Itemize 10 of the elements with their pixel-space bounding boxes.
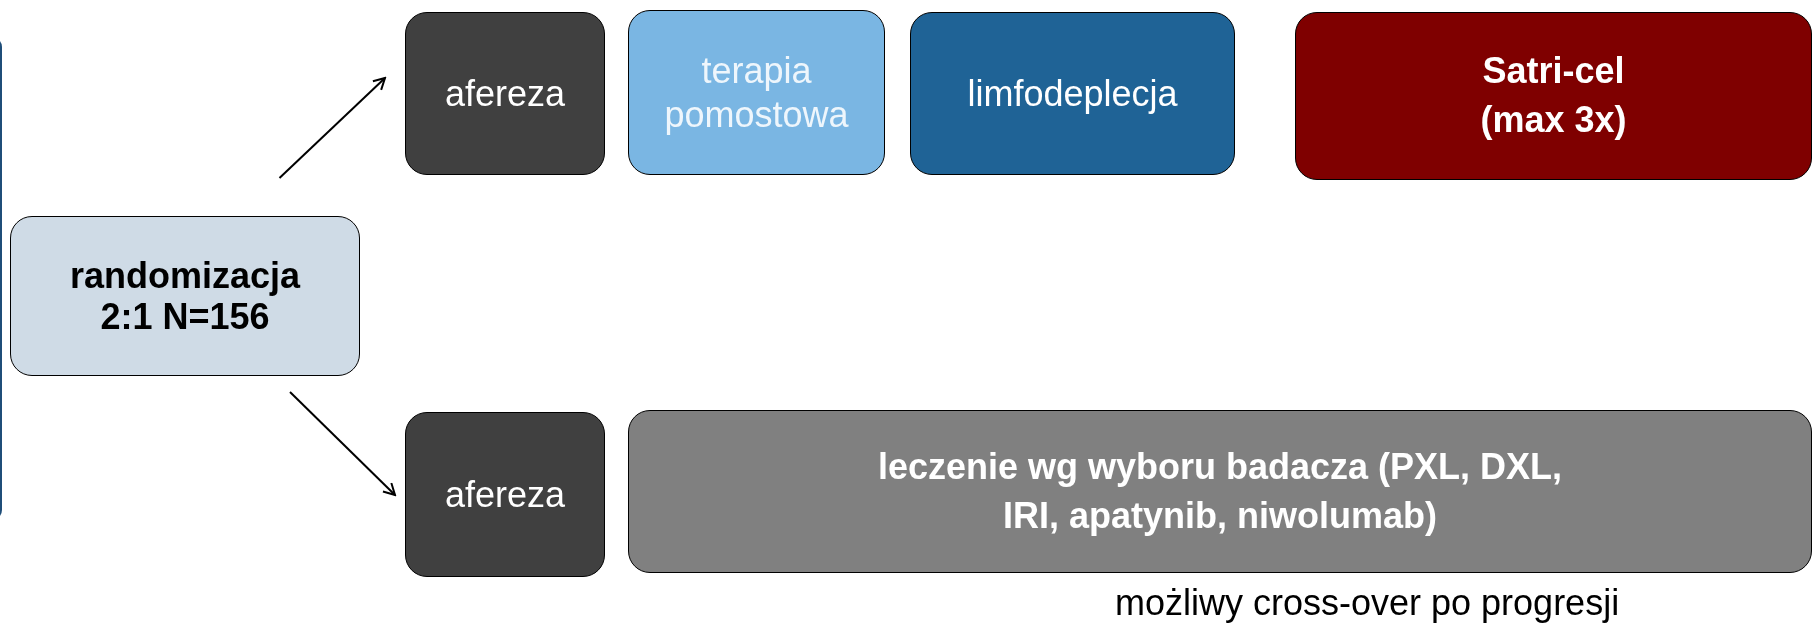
process-box: limfodeplecja: [910, 12, 1235, 175]
arrow: [289, 391, 396, 496]
process-box: afereza: [405, 12, 605, 175]
process-box: terapia pomostowa: [628, 10, 885, 175]
treatment-box: leczenie wg wyboru badacza (PXL, DXL, IRI, apatynib, niwolumab): [628, 410, 1812, 573]
randomization-box: randomizacja 2:1 N=156: [10, 216, 360, 376]
treatment-box: Satri-cel (max 3x): [1295, 12, 1812, 180]
note-text: możliwy cross-over po progresji: [1115, 581, 1620, 625]
arrow: [278, 77, 386, 179]
process-box: afereza: [405, 412, 605, 577]
